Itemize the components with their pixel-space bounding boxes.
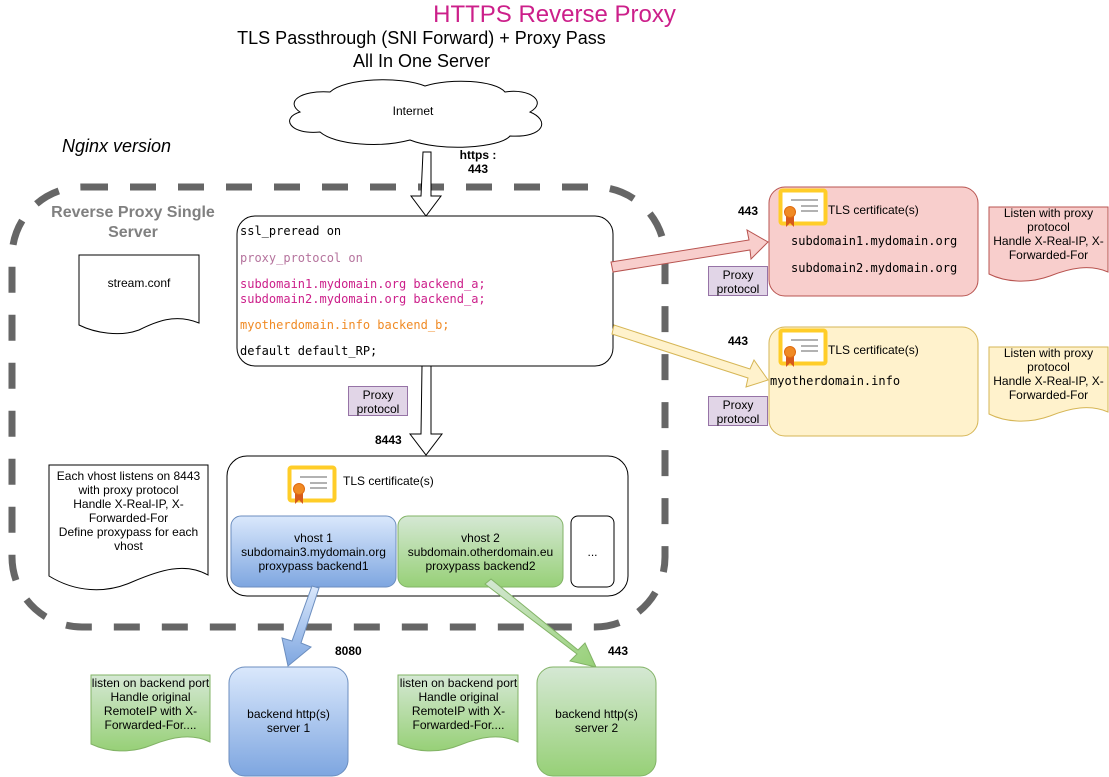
backend-server-2-box bbox=[536, 666, 657, 777]
config-to-backend-a-arrow bbox=[610, 229, 769, 273]
backend-b-cert-label: TLS certificate(s) bbox=[828, 343, 919, 357]
vhost-more-box bbox=[570, 515, 615, 588]
config-line-map-subdomain1: subdomain1.mydomain.org backend_a; bbox=[240, 277, 486, 291]
vhost2-to-backend2-arrow bbox=[484, 578, 597, 668]
internet-label: Internet bbox=[392, 104, 434, 118]
backend-a-note: Listen with proxy protocol Handle X-Real… bbox=[993, 206, 1104, 262]
config-to-backend-b-arrow bbox=[611, 324, 769, 388]
proxy-protocol-tag: Proxy protocol bbox=[708, 396, 768, 426]
backend-b-note: Listen with proxy protocol Handle X-Real… bbox=[993, 346, 1104, 402]
backend-server-1-label: backend http(s) server 1 bbox=[247, 707, 330, 735]
backend-server-1-port-label: 8080 bbox=[335, 644, 362, 658]
config-to-vhost-arrow bbox=[408, 365, 444, 456]
subtitle-line-2: All In One Server bbox=[352, 51, 491, 71]
vhost-note-document bbox=[48, 464, 209, 591]
certificate-icon bbox=[287, 465, 337, 506]
vhost1-to-backend1-arrow bbox=[281, 585, 320, 667]
backend-b-domain-1: myotherdomain.info bbox=[770, 374, 901, 388]
vhost-1-label: vhost 1 subdomain3.mydomain.org proxypas… bbox=[241, 531, 386, 573]
vhost-cert-label: TLS certificate(s) bbox=[343, 474, 434, 488]
certificate-icon bbox=[778, 328, 828, 369]
config-line-map-otherdomain: myotherdomain.info backend_b; bbox=[240, 318, 450, 332]
backend-a-domain-2: subdomain2.mydomain.org bbox=[791, 261, 958, 275]
backend-server-1-box bbox=[228, 666, 349, 777]
backend-server-2-note: listen on backend port Handle original R… bbox=[399, 676, 518, 732]
vhost-2-box bbox=[397, 515, 564, 588]
backend-a-port-label: 443 bbox=[738, 204, 759, 218]
vhost-more-label: ... bbox=[587, 545, 598, 559]
stream-conf-label: stream.conf bbox=[107, 276, 171, 290]
subtitle-line-1: TLS Passthrough (SNI Forward) + Proxy Pa… bbox=[237, 28, 606, 48]
server-group-title: Reverse Proxy Single Server bbox=[51, 204, 215, 241]
certificate-icon bbox=[778, 188, 828, 229]
config-line-map-subdomain2: subdomain2.mydomain.org backend_a; bbox=[240, 292, 486, 306]
vhost-note: Each vhost listens on 8443 with proxy pr… bbox=[56, 469, 201, 553]
internet-port-label: https : 443 bbox=[459, 148, 497, 176]
backend-server-2-label: backend http(s) server 2 bbox=[555, 707, 638, 735]
backend-b-port-label: 443 bbox=[728, 334, 749, 348]
stream-conf-document bbox=[78, 254, 200, 335]
config-line-proxy-protocol: proxy_protocol on bbox=[240, 251, 363, 265]
backend-server-1-note: listen on backend port Handle original R… bbox=[91, 676, 210, 732]
backend-a-domain-1: subdomain1.mydomain.org bbox=[791, 234, 958, 248]
backend-a-cert-label: TLS certificate(s) bbox=[828, 203, 919, 217]
backend-a-note-document bbox=[988, 206, 1109, 282]
backend-server-1-note-document bbox=[90, 674, 211, 752]
version-label: Nginx version bbox=[62, 136, 172, 156]
internet-cloud bbox=[289, 79, 542, 148]
backend-server-2-note-document bbox=[397, 674, 519, 752]
vhost-2-label: vhost 2 subdomain.otherdomain.eu proxypa… bbox=[407, 531, 554, 573]
proxy-protocol-tag: Proxy protocol bbox=[708, 266, 768, 296]
backend-b-note-document bbox=[988, 346, 1109, 422]
config-line-default: default default_RP; bbox=[240, 344, 378, 358]
backend-server-2-port-label: 443 bbox=[608, 644, 629, 658]
proxy-protocol-tag: Proxy protocol bbox=[348, 386, 408, 416]
internet-to-config-arrow bbox=[410, 151, 442, 217]
page-title: HTTPS Reverse Proxy bbox=[433, 1, 676, 28]
config-line-ssl-preread: ssl_preread on bbox=[240, 224, 342, 238]
internal-port-label: 8443 bbox=[375, 433, 402, 447]
server-group-border bbox=[8, 183, 669, 631]
